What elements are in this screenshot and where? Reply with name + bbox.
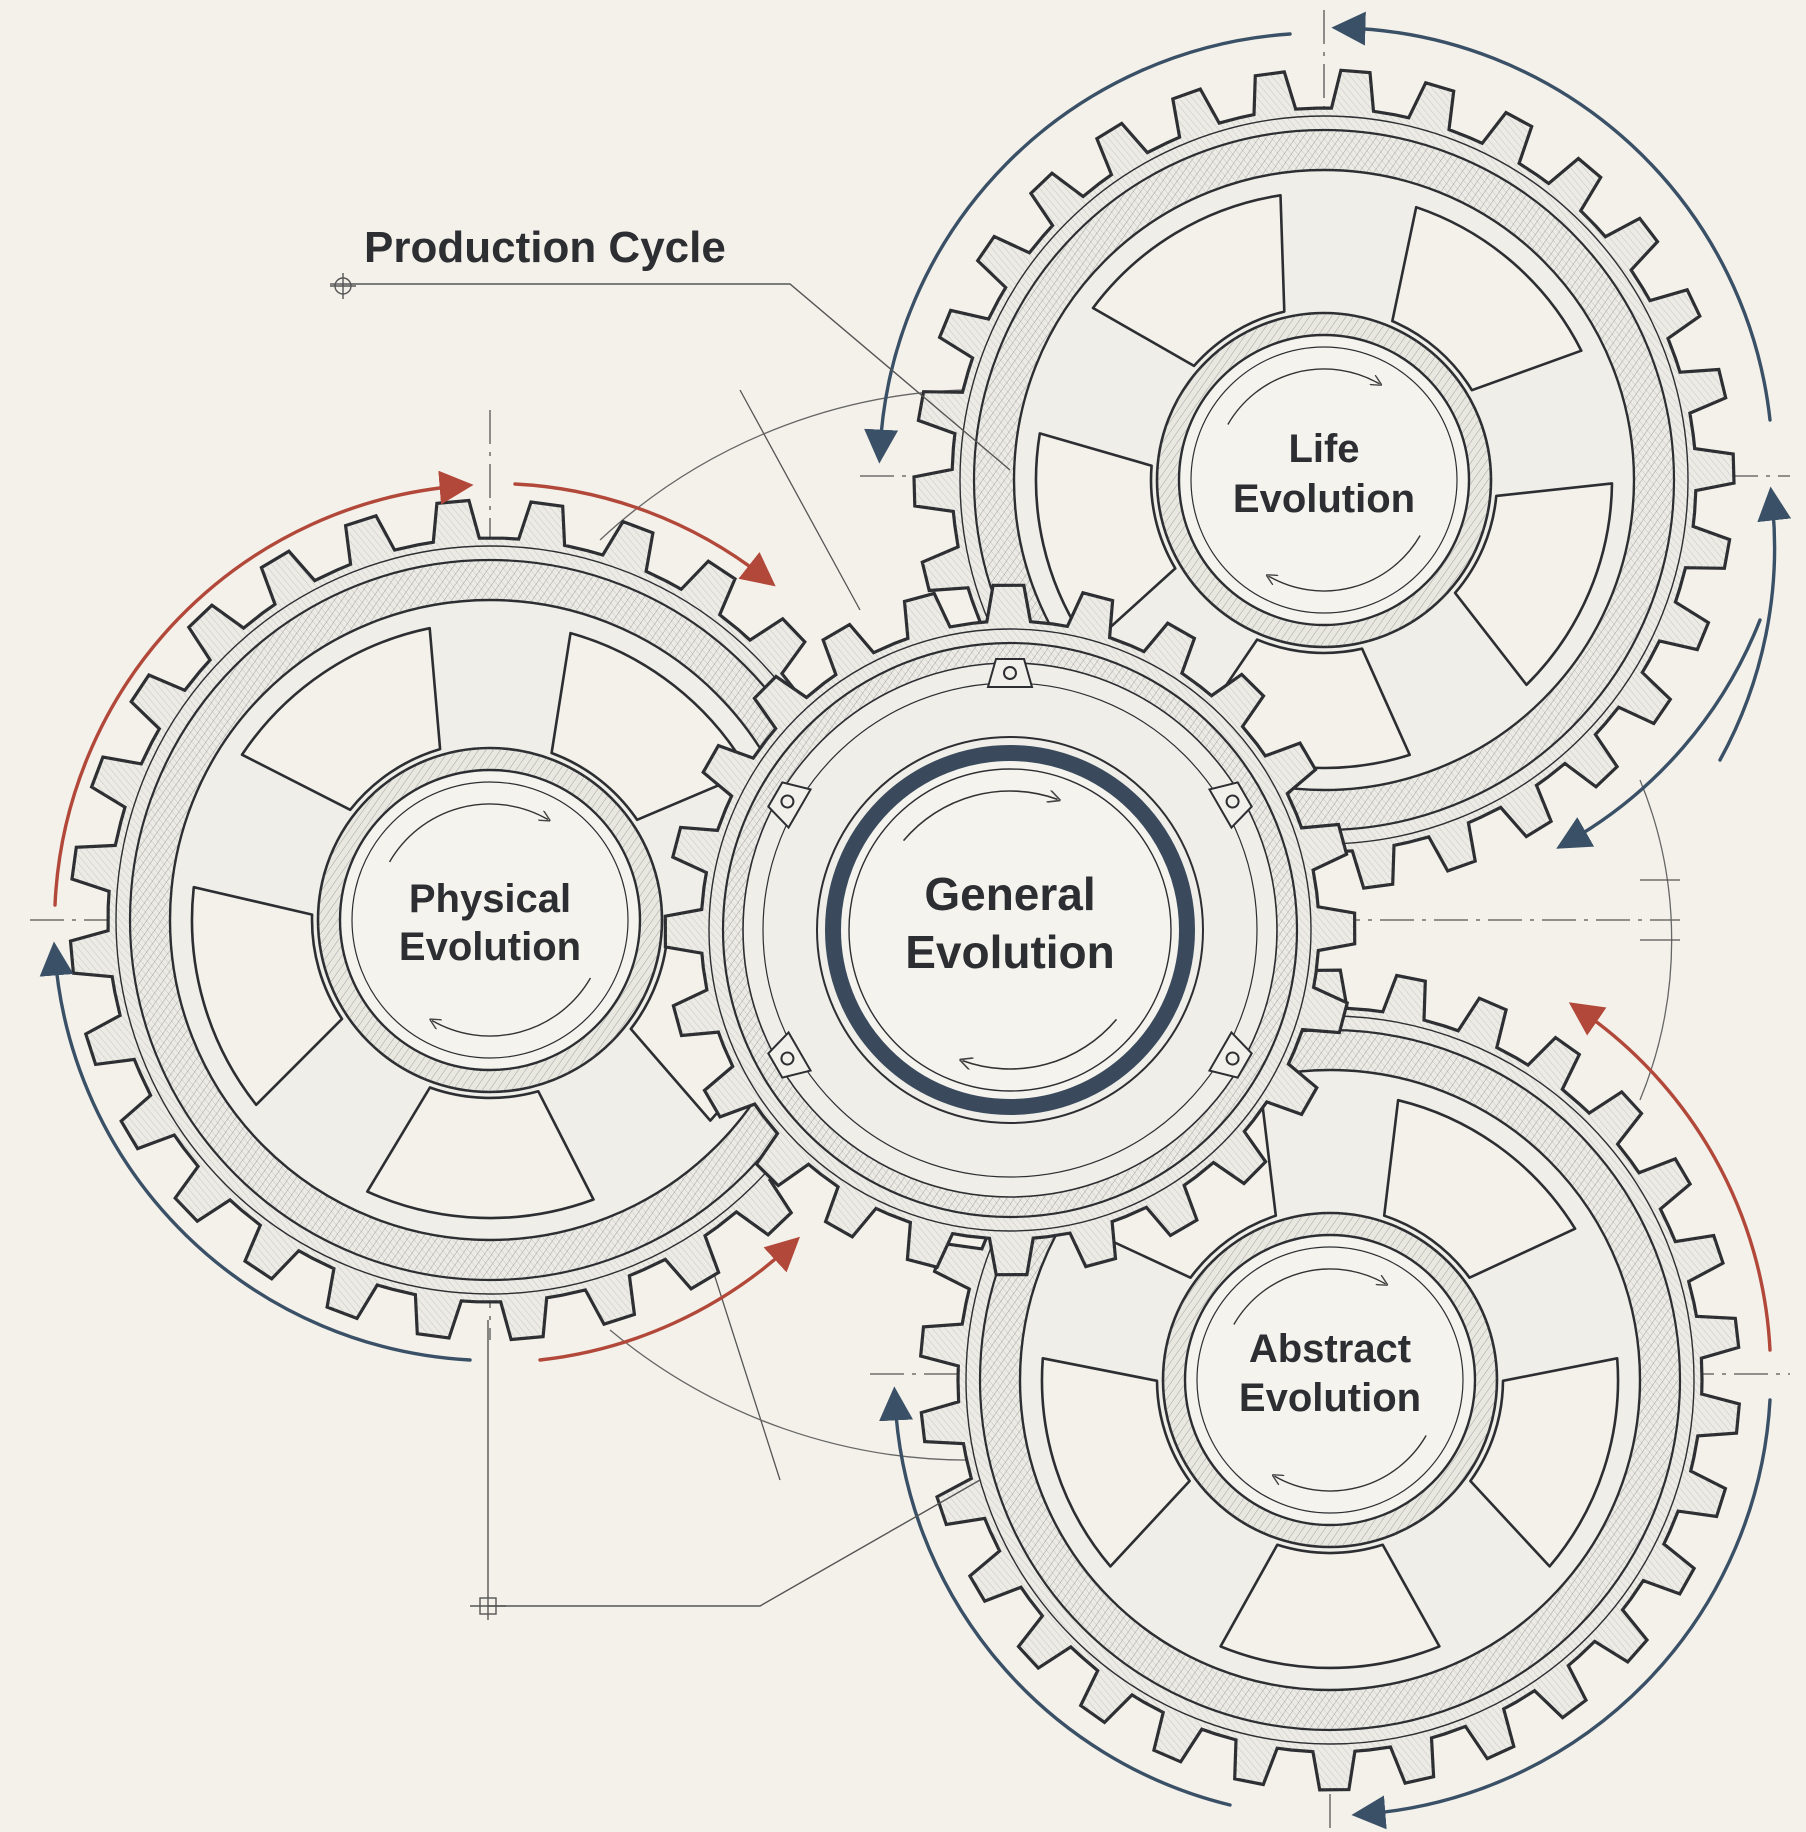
spoke-window <box>366 1086 595 1220</box>
crosshair-marker-icon <box>330 273 356 299</box>
rotation-arrow-red <box>538 1236 800 1362</box>
life-evolution-label-line1: Life <box>1288 427 1359 471</box>
spoke-window <box>1382 1098 1577 1279</box>
central-ring <box>825 745 1195 1115</box>
abstract-evolution-label-line1: Abstract <box>1249 1327 1411 1371</box>
rotation-arrow-blue <box>1351 1398 1772 1830</box>
general-evolution-label-line2: Evolution <box>905 926 1115 978</box>
bolt-tab-icon <box>1207 781 1253 830</box>
rotation-arrow-red <box>513 482 776 587</box>
production-cycle-callout: Production Cycle <box>330 223 1011 471</box>
production-cycle-label: Production Cycle <box>364 223 726 272</box>
rotation-arrow-blue <box>864 32 1292 464</box>
general-evolution-label-line1: General <box>924 868 1095 920</box>
spoke-window <box>1040 1357 1191 1568</box>
rotation-arrows <box>39 11 1792 1830</box>
rotation-arrow-blue <box>1556 618 1762 849</box>
spoke-window <box>550 631 751 822</box>
bolt-tab-icon <box>1207 1030 1253 1079</box>
physical-evolution-hub <box>338 768 642 1072</box>
spoke-window <box>1391 205 1583 392</box>
bottom-leader <box>470 1320 981 1620</box>
life-evolution-label-line2: Evolution <box>1233 477 1415 521</box>
spoke-window <box>1469 1357 1620 1568</box>
callout-leader-line <box>340 283 1011 471</box>
rotation-arrow-red <box>1568 1002 1772 1352</box>
spoke-window <box>1219 1543 1441 1670</box>
bolt-tab-icon <box>767 1030 813 1079</box>
rotation-arrow-blue <box>1331 11 1772 422</box>
physical-evolution-gear <box>68 498 912 1342</box>
bolt-tab-icon <box>767 781 813 830</box>
abstract-evolution-hub <box>1183 1233 1477 1527</box>
rotation-arrow-blue <box>1718 486 1792 762</box>
spoke-window <box>1091 194 1286 368</box>
physical-evolution-label-line1: Physical <box>409 877 571 921</box>
spoke-window <box>240 626 442 812</box>
spoke-window <box>1453 482 1614 687</box>
gears-layer <box>68 68 1742 1792</box>
gear-labels: General Evolution Physical Evolution Lif… <box>399 427 1421 1420</box>
abstract-evolution-label-line2: Evolution <box>1239 1376 1421 1420</box>
rotation-arrow-blue <box>879 1386 1232 1807</box>
life-evolution-gear <box>912 68 1736 892</box>
bolt-tab-icon <box>986 658 1034 688</box>
spoke-window <box>1034 432 1177 648</box>
rotation-arrow-blue <box>39 941 472 1362</box>
rotation-arrow-red <box>53 470 474 907</box>
spoke-window <box>190 885 344 1107</box>
life-evolution-hub <box>1177 333 1471 627</box>
physical-evolution-label-line2: Evolution <box>399 925 581 969</box>
crosshair-marker-icon <box>470 1597 506 1615</box>
general-evolution-gear <box>663 583 1357 1277</box>
